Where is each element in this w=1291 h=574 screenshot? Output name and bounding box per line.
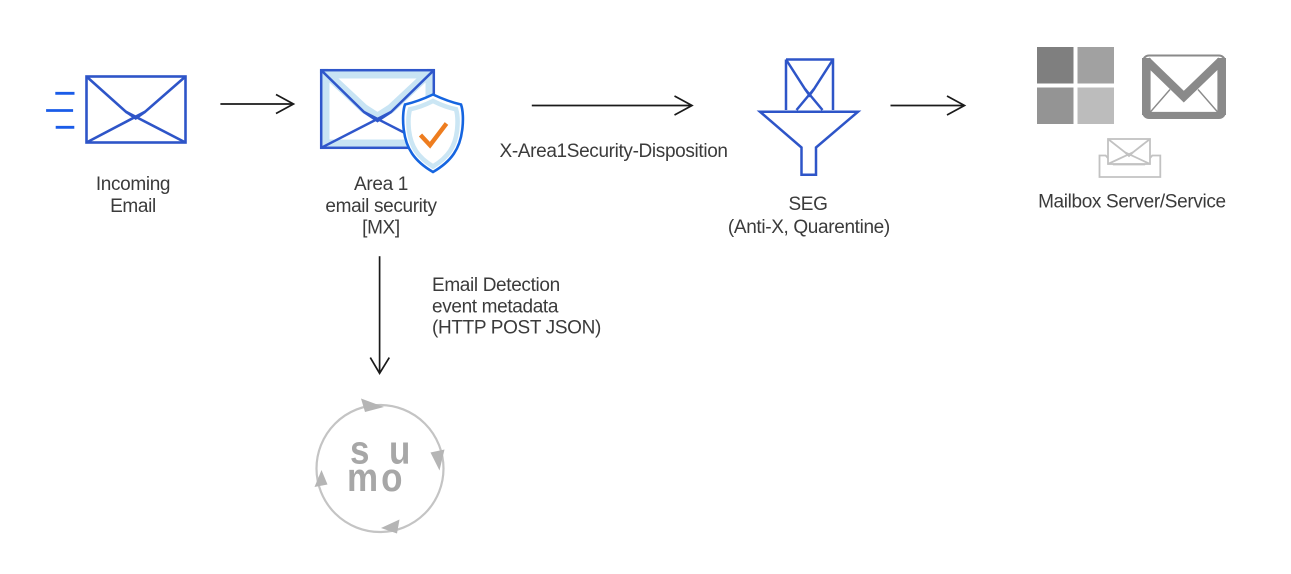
svg-text:mo: mo xyxy=(347,455,405,500)
svg-text:Mailbox Server/Service: Mailbox Server/Service xyxy=(1038,192,1226,213)
svg-text:event metadata: event metadata xyxy=(432,297,559,318)
svg-text:email security: email security xyxy=(325,196,437,217)
svg-text:(HTTP POST JSON): (HTTP POST JSON) xyxy=(432,318,601,339)
svg-text:[MX]: [MX] xyxy=(362,218,400,239)
svg-text:s: s xyxy=(350,427,369,472)
svg-text:X-Area1Security-Disposition: X-Area1Security-Disposition xyxy=(500,141,728,162)
svg-text:Area 1: Area 1 xyxy=(354,174,408,195)
svg-text:Incoming: Incoming xyxy=(96,174,170,195)
svg-text:Email: Email xyxy=(110,196,156,217)
svg-text:SEG: SEG xyxy=(788,194,827,215)
svg-text:u: u xyxy=(389,427,410,472)
svg-text:(Anti-X, Quarentine): (Anti-X, Quarentine) xyxy=(728,217,890,238)
svg-text:Email Detection: Email Detection xyxy=(432,275,560,296)
